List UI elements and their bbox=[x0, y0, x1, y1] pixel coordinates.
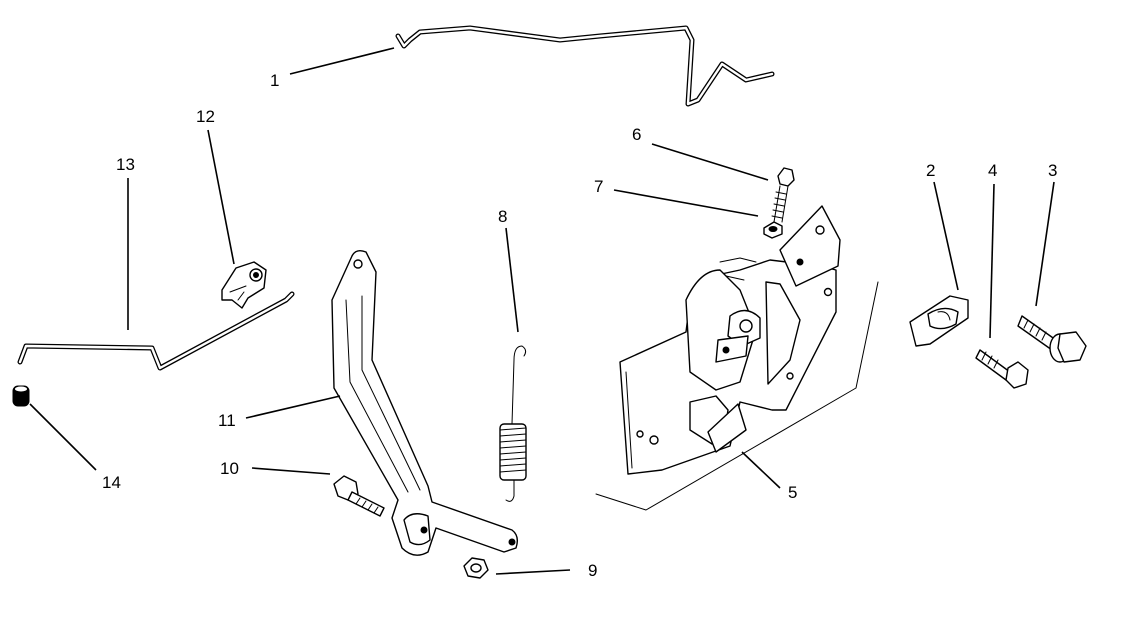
callout-6: 6 bbox=[632, 125, 641, 144]
part-10-bolt bbox=[333, 475, 385, 517]
part-13-rod bbox=[17, 291, 295, 371]
part-8-spring bbox=[499, 345, 527, 502]
callout-4: 4 bbox=[988, 161, 997, 180]
callout-2: 2 bbox=[926, 161, 935, 180]
callout-1: 1 bbox=[270, 71, 279, 90]
callout-9: 9 bbox=[588, 561, 597, 580]
part-3-flange-bolt bbox=[1017, 315, 1087, 363]
callout-11: 11 bbox=[218, 411, 236, 430]
part-4-bolt bbox=[975, 349, 1029, 389]
callout-labels: 1 2 3 4 5 6 7 8 9 10 11 12 13 14 bbox=[102, 71, 1057, 580]
callout-3: 3 bbox=[1048, 161, 1057, 180]
part-12-clip bbox=[221, 261, 267, 309]
part-14-grommet bbox=[12, 385, 30, 407]
part-2-clip-nut bbox=[909, 295, 969, 347]
leader-lines bbox=[29, 47, 1055, 575]
part-7-nut bbox=[763, 221, 783, 239]
callout-5: 5 bbox=[788, 483, 797, 502]
part-11-pedal-arm bbox=[331, 249, 519, 556]
part-6-screw bbox=[771, 167, 795, 223]
part-5-bracket-assembly bbox=[595, 205, 879, 511]
part-1-control-rod bbox=[395, 25, 775, 107]
callout-12: 12 bbox=[196, 107, 215, 126]
callout-7: 7 bbox=[594, 177, 603, 196]
callout-13: 13 bbox=[116, 155, 135, 174]
part-9-nut bbox=[463, 557, 489, 579]
callout-10: 10 bbox=[220, 459, 239, 478]
callout-8: 8 bbox=[498, 207, 507, 226]
callout-14: 14 bbox=[102, 473, 121, 492]
